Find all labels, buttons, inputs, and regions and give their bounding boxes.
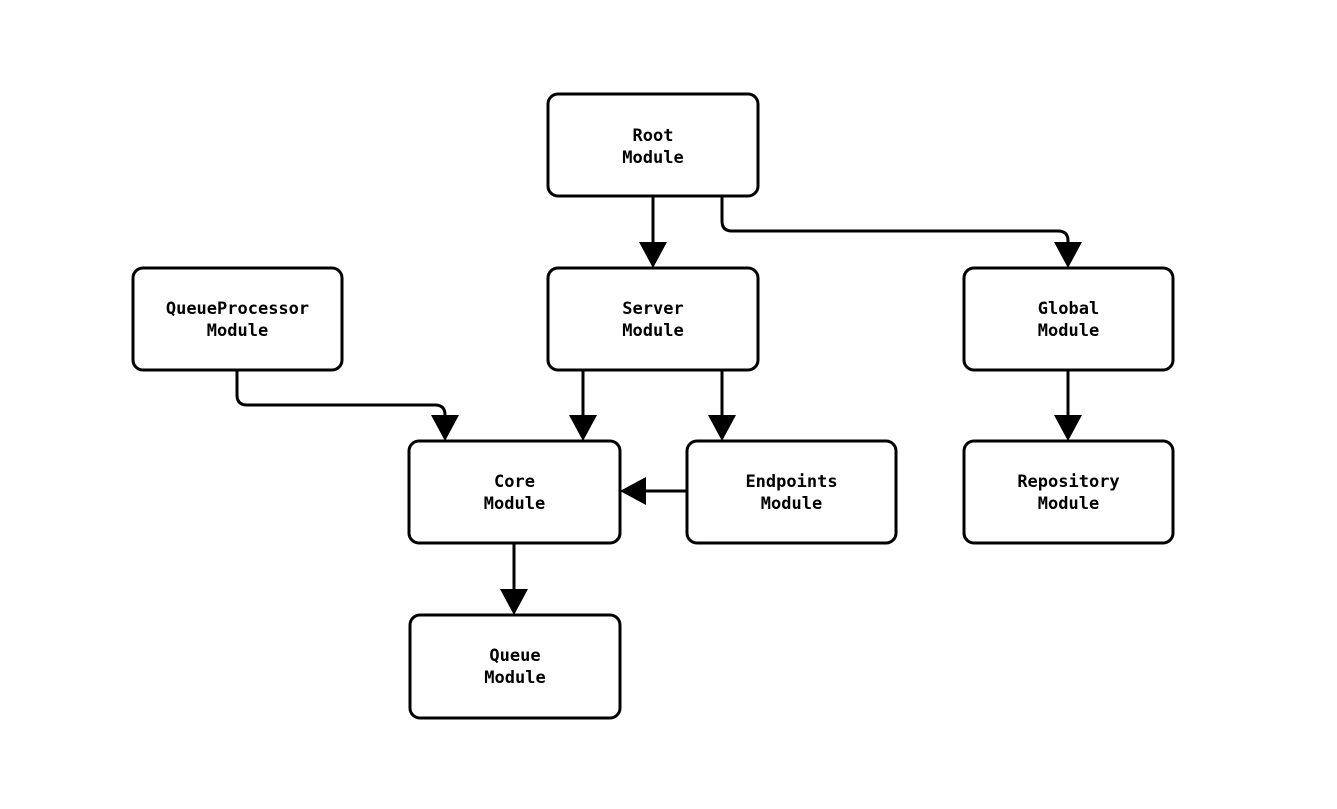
node-box[interactable] bbox=[407, 439, 622, 545]
edge-line bbox=[720, 196, 1070, 253]
node-label-line1: Core bbox=[494, 472, 535, 492]
node-label-line2: Module bbox=[1038, 494, 1099, 514]
node-label-line1: Root bbox=[633, 126, 674, 146]
node-label-line2: Module bbox=[484, 668, 545, 688]
edge-layer bbox=[235, 196, 1082, 615]
edge-root-to-global bbox=[720, 196, 1082, 268]
node-label-line1: Server bbox=[622, 299, 683, 319]
edge-queueprocessor-to-core bbox=[235, 370, 459, 441]
node-core-module[interactable]: Core Module bbox=[407, 439, 622, 545]
edge-global-to-repository bbox=[1054, 370, 1082, 441]
node-queueprocessor-module[interactable]: QueueProcessor Module bbox=[131, 266, 344, 372]
arrow-head-down-icon bbox=[639, 242, 667, 268]
edge-core-to-queue bbox=[500, 543, 528, 615]
node-repository-module[interactable]: Repository Module bbox=[962, 439, 1175, 545]
node-label-line1: Queue bbox=[489, 646, 540, 666]
arrow-head-down-icon bbox=[431, 415, 459, 441]
arrow-head-down-icon bbox=[500, 589, 528, 615]
node-label-line2: Module bbox=[761, 494, 822, 514]
node-endpoints-module[interactable]: Endpoints Module bbox=[685, 439, 898, 545]
node-global-module[interactable]: Global Module bbox=[962, 266, 1175, 372]
node-box[interactable] bbox=[408, 613, 622, 720]
arrow-head-left-icon bbox=[620, 477, 646, 505]
edge-line bbox=[235, 370, 447, 426]
node-box[interactable] bbox=[962, 266, 1175, 372]
node-label-line1: Repository bbox=[1017, 472, 1119, 492]
node-label-line2: Module bbox=[207, 321, 268, 341]
node-label-line2: Module bbox=[622, 148, 683, 168]
node-label-line1: Global bbox=[1038, 299, 1099, 319]
node-label-line2: Module bbox=[1038, 321, 1099, 341]
node-label-line2: Module bbox=[622, 321, 683, 341]
edge-endpoints-to-core bbox=[620, 477, 687, 505]
node-label-line1: QueueProcessor bbox=[166, 299, 309, 319]
node-box[interactable] bbox=[131, 266, 344, 372]
node-root-module[interactable]: Root Module bbox=[546, 92, 760, 198]
node-box[interactable] bbox=[962, 439, 1175, 545]
arrow-head-down-icon bbox=[569, 415, 597, 441]
node-label-line1: Endpoints bbox=[745, 472, 837, 492]
node-box[interactable] bbox=[546, 266, 760, 372]
node-server-module[interactable]: Server Module bbox=[546, 266, 760, 372]
edge-server-to-core bbox=[569, 370, 597, 441]
arrow-head-down-icon bbox=[708, 415, 736, 441]
node-queue-module[interactable]: Queue Module bbox=[408, 613, 622, 720]
node-layer: Root Module QueueProcessor Module Server… bbox=[131, 92, 1175, 720]
edge-root-to-server bbox=[639, 196, 667, 268]
node-box[interactable] bbox=[685, 439, 898, 545]
node-box[interactable] bbox=[546, 92, 760, 198]
arrow-head-down-icon bbox=[1054, 242, 1082, 268]
arrow-head-down-icon bbox=[1054, 415, 1082, 441]
edge-server-to-endpoints bbox=[708, 370, 736, 441]
node-label-line2: Module bbox=[484, 494, 545, 514]
